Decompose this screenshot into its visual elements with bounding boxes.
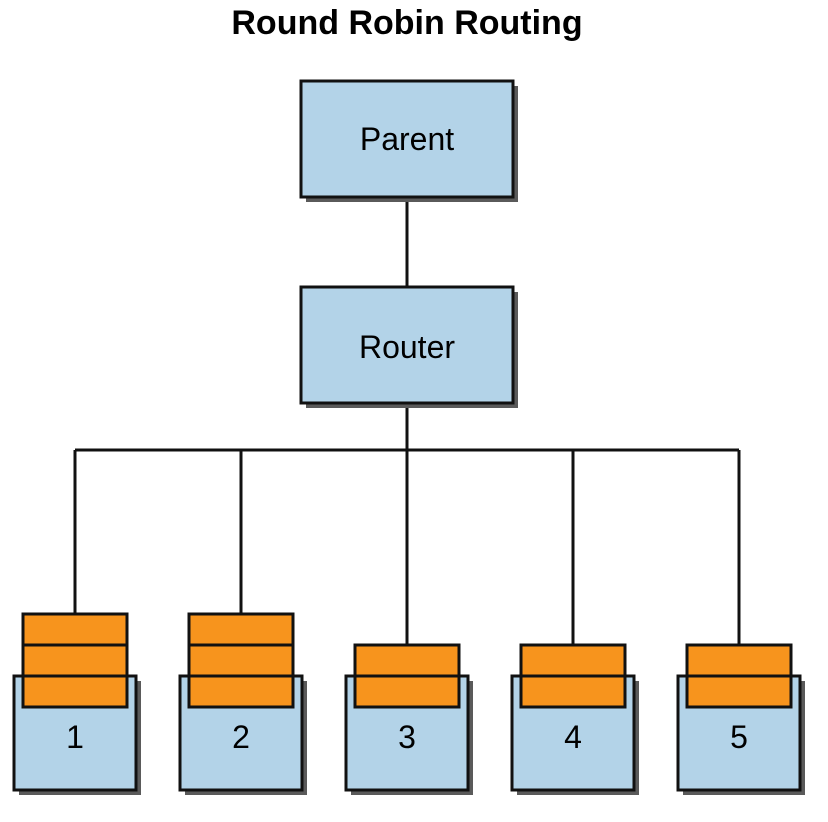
routee-label: 3	[398, 719, 416, 755]
routee-label: 5	[730, 719, 748, 755]
queued-message	[187, 643, 295, 678]
parent-node-box	[299, 79, 515, 199]
routee-label: 1	[66, 719, 84, 755]
connectors	[73, 197, 741, 645]
queued-message	[187, 612, 295, 647]
router-node-label: Router	[359, 329, 455, 365]
parent-node-label: Parent	[360, 121, 454, 157]
routee-node: 4	[510, 643, 639, 795]
router-node-box	[299, 285, 515, 405]
queued-message	[353, 674, 461, 709]
queued-message	[685, 674, 793, 709]
queued-message	[353, 643, 461, 678]
routee-label: 2	[232, 719, 250, 755]
diagram-title: Round Robin Routing	[231, 4, 582, 42]
router-node: Router	[299, 285, 518, 408]
queued-message	[187, 674, 295, 709]
routee-drop-connectors	[73, 450, 741, 645]
queued-message	[519, 643, 627, 678]
routee-node: 2	[178, 612, 307, 795]
queued-message	[21, 643, 129, 678]
queued-message	[21, 612, 129, 647]
queued-message	[21, 674, 129, 709]
queued-message	[685, 643, 793, 678]
routee-label: 4	[564, 719, 582, 755]
routee-group: 1 2 3 4 5	[12, 612, 805, 795]
parent-node: Parent	[299, 79, 518, 202]
queued-message	[519, 674, 627, 709]
routee-node: 3	[344, 643, 473, 795]
routee-node: 5	[676, 643, 805, 795]
routee-node: 1	[12, 612, 141, 795]
